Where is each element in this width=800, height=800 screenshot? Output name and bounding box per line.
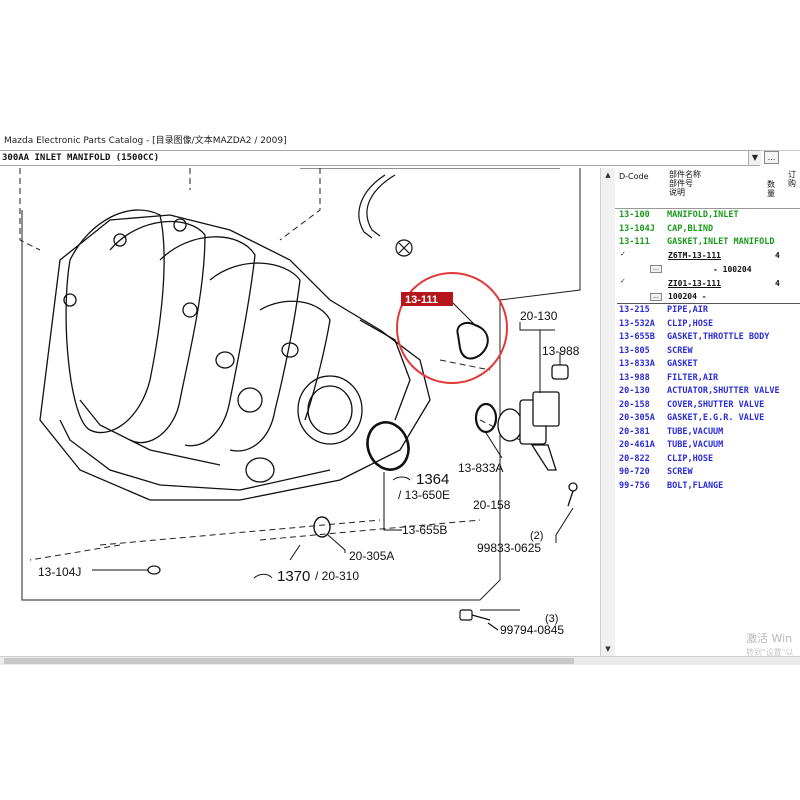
scroll-up-icon[interactable]: ▲ — [605, 171, 611, 179]
parts-table-header: D-Code 部件名称 部件号 说明 数 量 订 购 — [615, 168, 800, 209]
scroll-down-icon[interactable]: ▼ — [605, 645, 611, 653]
header-part-name: 部件名称 — [669, 170, 701, 179]
callout-99794-0845: 99794-0845 — [500, 623, 564, 637]
highlight-circle — [396, 272, 508, 384]
window-title-bar: Mazda Electronic Parts Catalog - [目录图像/文… — [0, 130, 800, 151]
checkmark-icon[interactable]: ✓ — [620, 250, 626, 258]
callout-13-988: 13-988 — [542, 344, 580, 358]
header-qty-2: 量 — [767, 189, 775, 198]
watermark-subtext: 转到"设置"以 — [746, 648, 794, 657]
callout-13-111: 13-111 — [405, 294, 438, 306]
callout-13-104j: 13-104J — [38, 565, 81, 579]
header-qty-1: 数 — [767, 180, 775, 189]
exploded-diagram: 13-111 20-130 13-988 13-833A 20-158 13-6… — [19, 168, 581, 637]
callout-13-833a: 13-833A — [458, 461, 503, 475]
callout-13-650e: / 13-650E — [398, 488, 450, 502]
group-select[interactable]: 300AA INLET MANIFOLD (1500CC) — [0, 150, 760, 166]
callout-20-158: 20-158 — [473, 498, 511, 512]
callout-13-655b: 13-655B — [402, 523, 447, 537]
horizontal-scrollbar[interactable] — [0, 656, 800, 665]
callout-20-305a: 20-305A — [349, 549, 394, 563]
header-order-1: 订 — [788, 170, 796, 179]
checkmark-icon[interactable]: ✓ — [620, 277, 626, 285]
callout-qty-3: (3) — [545, 613, 558, 625]
callout-qty-2: (2) — [530, 530, 543, 542]
part-qty: 4 — [775, 279, 780, 288]
callout-99833-0625: 99833-0625 — [477, 541, 541, 555]
callout-20-130: 20-130 — [520, 309, 558, 323]
header-part-number: 部件号 — [669, 179, 693, 188]
callout-1370: 1370 — [277, 568, 310, 585]
part-number[interactable]: Z6TM-13-111 — [668, 251, 721, 260]
diagram-vertical-scrollbar[interactable]: ▲ ▼ — [600, 168, 615, 656]
row-divider — [617, 303, 800, 304]
serial-range: 100204 - — [668, 292, 707, 301]
header-order-2: 购 — [788, 179, 796, 188]
watermark-text: 激活 Win — [746, 632, 793, 645]
serial-range: - 100204 — [713, 265, 752, 274]
highlighted-callout-box — [401, 292, 453, 306]
part-detail-button[interactable]: ... — [650, 265, 662, 273]
part-number[interactable]: ZI01-13-111 — [668, 279, 721, 288]
parts-list-pane — [615, 168, 800, 656]
callout-1364: 1364 — [416, 471, 449, 488]
header-description: 说明 — [669, 188, 685, 197]
chevron-down-icon[interactable]: ▼ — [748, 151, 761, 165]
part-detail-button[interactable]: ... — [650, 293, 662, 301]
scrollbar-thumb[interactable] — [4, 658, 574, 664]
group-browse-button[interactable]: ... — [764, 151, 779, 164]
exploded-diagram-pane[interactable]: 13-111 20-130 13-988 13-833A 20-158 13-6… — [0, 168, 600, 656]
part-qty: 4 — [775, 251, 780, 260]
group-select-value: 300AA INLET MANIFOLD (1500CC) — [2, 153, 160, 163]
callout-20-310: / 20-310 — [315, 569, 359, 583]
header-dcode: D-Code — [619, 172, 649, 181]
window-title: Mazda Electronic Parts Catalog - [目录图像/文… — [4, 136, 287, 146]
